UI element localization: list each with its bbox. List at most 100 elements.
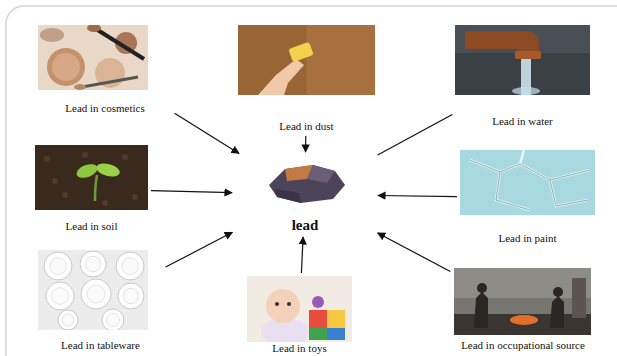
illustration-shape xyxy=(510,315,538,325)
illustration-shape xyxy=(85,256,101,272)
illustration-shape xyxy=(266,289,300,323)
source-caption: Lead in cosmetics xyxy=(38,102,172,115)
illustration-shape xyxy=(122,258,139,275)
illustration-shape xyxy=(470,160,590,210)
illustration-shape xyxy=(309,328,327,340)
photo-illustration xyxy=(238,25,375,95)
illustration-shape xyxy=(52,288,69,305)
illustration-shape xyxy=(258,59,304,95)
illustration-shape xyxy=(269,165,345,203)
illustration-shape xyxy=(327,328,345,340)
illustration-shape xyxy=(40,28,64,42)
arrow-connector xyxy=(378,115,453,156)
center-node: lead xyxy=(235,155,375,234)
illustration-shape xyxy=(235,155,375,210)
illustration-shape xyxy=(106,313,119,326)
illustration-shape xyxy=(287,302,291,306)
illustration-shape xyxy=(38,250,148,330)
illustration-shape xyxy=(50,258,67,275)
source-caption: Lead in toys xyxy=(247,342,352,355)
arrow-connector xyxy=(151,191,232,193)
illustration-shape xyxy=(102,309,124,330)
illustration-shape xyxy=(102,200,108,206)
source-caption: Lead in occupational source xyxy=(453,339,593,352)
illustration-shape xyxy=(95,175,97,201)
illustration-shape xyxy=(62,192,68,198)
illustration-shape xyxy=(550,296,564,328)
illustration-shape xyxy=(477,283,487,293)
illustration-shape xyxy=(52,178,58,184)
illustration-shape xyxy=(553,287,563,297)
source-node: Lead in paint xyxy=(460,150,595,245)
source-node: Lead in soil xyxy=(35,145,148,233)
illustration-shape xyxy=(465,31,539,53)
photo-illustration xyxy=(454,268,591,335)
illustration-shape xyxy=(474,292,488,328)
illustration-shape xyxy=(38,25,148,90)
illustration-shape xyxy=(47,48,85,86)
source-node: Lead in water xyxy=(455,25,590,128)
source-caption: Lead in tableware xyxy=(38,339,163,352)
source-caption: Lead in dust xyxy=(238,120,375,133)
illustration-shape xyxy=(275,189,301,203)
photo-illustration xyxy=(235,155,375,210)
source-node: Lead in tableware xyxy=(38,250,163,352)
photo-illustration xyxy=(35,145,148,210)
illustration-shape xyxy=(80,251,106,277)
photo-illustration xyxy=(38,25,148,90)
illustration-shape xyxy=(44,252,72,280)
illustration-shape xyxy=(132,194,138,200)
illustration-shape xyxy=(95,161,121,179)
illustration-shape xyxy=(238,25,375,95)
illustration-shape xyxy=(312,296,324,308)
illustration-shape xyxy=(62,314,74,326)
source-node: Lead in toys xyxy=(247,276,352,355)
illustration-shape xyxy=(44,156,50,162)
illustration-shape xyxy=(46,282,74,310)
illustration-shape xyxy=(87,285,105,303)
illustration-shape xyxy=(87,25,101,32)
center-label: lead xyxy=(235,216,375,234)
illustration-shape xyxy=(275,302,279,306)
illustration-shape xyxy=(35,145,148,210)
illustration-shape xyxy=(455,25,590,53)
frame-border xyxy=(6,6,617,356)
illustration-shape xyxy=(455,25,590,95)
illustration-shape xyxy=(515,51,541,59)
illustration-shape xyxy=(309,310,327,328)
illustration-shape xyxy=(288,42,313,63)
illustration-shape xyxy=(460,150,595,215)
illustration-shape xyxy=(116,252,144,280)
photo-illustration xyxy=(455,25,590,95)
illustration-shape xyxy=(81,279,111,309)
illustration-shape xyxy=(572,278,586,318)
illustration-shape xyxy=(96,29,144,59)
illustration-shape xyxy=(58,310,78,330)
illustration-shape xyxy=(74,84,86,90)
illustration-shape xyxy=(82,152,88,158)
arrow-connector xyxy=(378,195,457,196)
arrow-connector xyxy=(378,233,451,272)
illustration-shape xyxy=(512,87,540,95)
illustration-shape xyxy=(327,310,345,328)
photo-illustration xyxy=(247,276,352,342)
illustration-shape xyxy=(82,77,138,87)
arrow-connector xyxy=(175,113,239,153)
arrow-connector xyxy=(166,232,233,267)
illustration-shape xyxy=(118,283,144,309)
photo-illustration xyxy=(460,150,595,215)
illustration-shape xyxy=(470,150,590,210)
arrow-connector xyxy=(305,136,306,152)
source-node: Lead in dust xyxy=(238,25,375,133)
source-caption: Lead in water xyxy=(455,115,590,128)
source-caption: Lead in soil xyxy=(35,220,148,233)
illustration-shape xyxy=(52,53,80,81)
photo-illustration xyxy=(38,250,148,330)
illustration-shape xyxy=(454,268,591,298)
source-node: Lead in occupational source xyxy=(453,268,593,352)
illustration-shape xyxy=(454,268,591,335)
arrow-connector xyxy=(301,237,303,273)
source-caption: Lead in paint xyxy=(460,232,595,245)
illustration-shape xyxy=(123,288,139,304)
